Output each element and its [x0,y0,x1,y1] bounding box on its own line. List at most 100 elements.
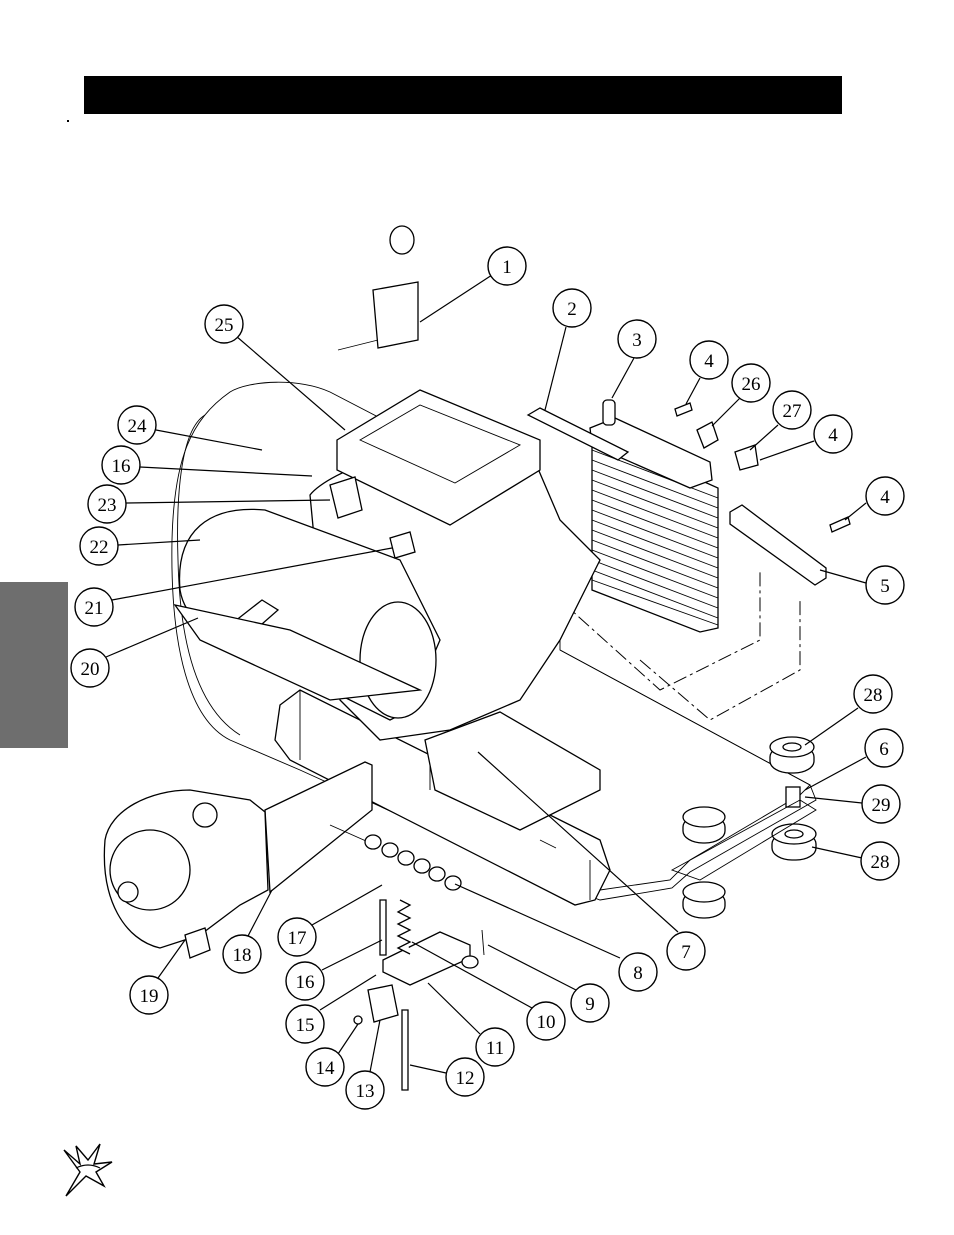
callout-18: 18 [233,945,252,966]
callout-16b: 16 [296,972,315,993]
star-swoosh-logo-icon [63,1143,113,1197]
leader-19 [157,939,186,979]
knob-1 [389,225,415,255]
roller-top-right [769,736,815,774]
callout-27: 27 [783,401,802,422]
leader-2 [544,326,567,411]
bolt-4a [674,402,693,417]
leader-18 [247,889,273,937]
leader-4c [844,502,867,521]
callout-4a: 4 [704,351,714,372]
callout-28a: 28 [864,685,883,706]
callout-21: 21 [85,598,104,619]
callout-6: 6 [879,739,889,760]
callout-15: 15 [296,1015,315,1036]
pump-port-top [192,802,218,828]
leader-20 [105,617,199,658]
control-box-face [359,404,522,484]
bolt-12 [401,1009,409,1091]
leader-22 [117,539,201,546]
callout-13: 13 [356,1081,375,1102]
stud-3 [602,399,616,426]
leader-8 [454,883,621,959]
leader-6 [804,756,867,791]
callout-24: 24 [128,416,148,437]
leader-5 [819,569,867,584]
mount-slot [539,839,557,849]
fitting-26 [696,421,719,449]
leader-21 [111,547,393,601]
stray-mark [67,120,69,122]
leader-4b [759,440,815,461]
hidden-cooler-outline [559,570,801,721]
leader-4a [685,377,701,405]
callout-20: 20 [81,659,100,680]
callout-3: 3 [632,330,642,351]
pump-shaft [117,881,139,903]
radiator-mount-bar [526,407,630,461]
callout-25: 25 [215,315,234,336]
base-outline [171,381,817,901]
leader-28a [804,707,859,746]
callout-22: 22 [90,537,109,558]
fitting-27 [734,444,759,471]
leader-23 [125,499,331,504]
latch-rod [337,339,379,351]
cam-block [367,984,399,1023]
leader-17 [311,884,383,926]
rear-plate [559,649,811,891]
roller-left-top [682,806,726,844]
leader-12 [409,1064,447,1074]
leader-16b [321,939,383,971]
callout-4b: 4 [828,425,838,446]
header-bar [84,76,842,114]
callout-17: 17 [288,928,307,949]
callout-19: 19 [140,986,159,1007]
callout-9: 9 [585,994,595,1015]
pin-9 [481,929,485,956]
callout-7: 7 [681,942,691,963]
washer-9 [461,955,479,969]
callout-1-circle [487,246,527,286]
clamp-23 [329,476,363,519]
callout-2: 2 [567,299,577,320]
callout-14: 14 [316,1058,336,1079]
leader-11 [427,982,481,1035]
leader-14 [337,1023,359,1055]
callout-1: 1 [502,257,512,278]
bolt-4c [829,516,851,533]
motor-bracket-21 [389,531,416,559]
callout-10: 10 [537,1012,556,1033]
roller-lower-right [771,823,817,861]
pump-bracket [264,761,373,894]
motor-base-plate [173,604,423,701]
leader-15 [319,974,377,1011]
leader-29 [804,796,863,804]
roller-left-bottom [682,881,726,919]
frame-rail [274,689,611,906]
leader-13 [369,1019,381,1073]
leader-9 [487,944,577,991]
leader-26 [711,397,741,427]
leader-28b [811,846,863,859]
callout-8: 8 [633,963,643,984]
callout-29: 29 [872,795,891,816]
leader-27 [749,424,779,451]
roller-bracket [670,799,817,881]
base-outline-inner [177,414,241,736]
callout-11: 11 [486,1038,504,1059]
washer-stack [364,834,462,891]
leader-1 [419,274,493,323]
side-tab [0,582,68,748]
leader-16a [139,466,313,477]
callout-5: 5 [880,576,890,597]
pump-fitting [184,927,211,959]
callout-12: 12 [456,1068,475,1089]
callout-23: 23 [98,495,117,516]
motor-mount-plate [424,711,601,831]
bolt-17 [379,899,387,956]
latch-1 [372,281,419,349]
spring [396,899,412,955]
